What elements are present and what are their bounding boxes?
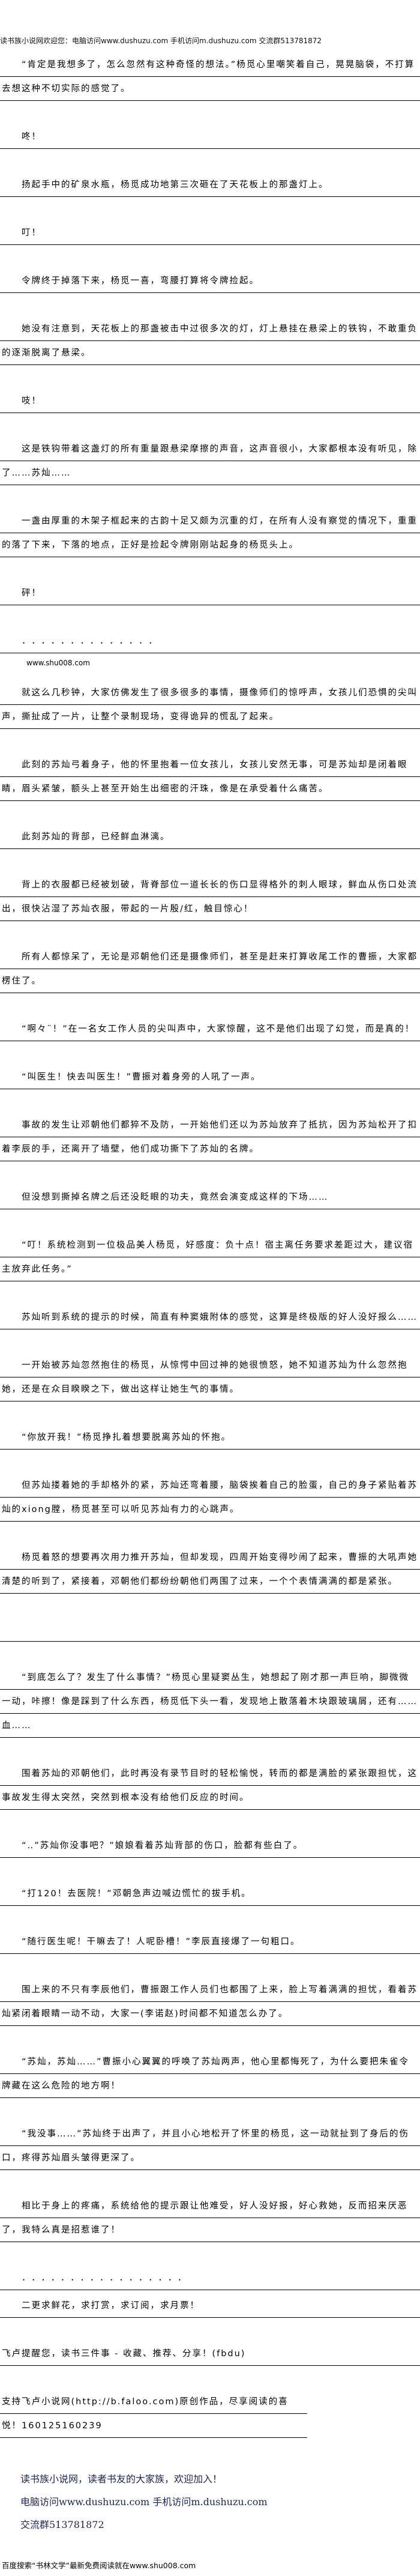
site-header-notice: 读书族小说网欢迎您：电脑访问www.dushuzu.com 手机访问m.dush… (0, 37, 322, 45)
paragraph: “叫医生！快去叫医生！”曹振对着身旁的人吼了一声。 (0, 1065, 420, 1089)
paragraph: 咚！ (0, 125, 420, 149)
promo-group-number: 交流群513781872 (20, 2519, 104, 2530)
paragraph: 事故的发生让邓朝他们都猝不及防，一开始他们还以为苏灿放弃了抵抗，因为苏灿松开了扣… (0, 1113, 420, 1161)
paragraph: “叮！系统检测到一位极品美人杨觅，好感度：负十点！宿主离任务要求差距过大，建议宿… (0, 1233, 420, 1281)
promo-welcome: 读书族小说网，读者书友的大家族，欢迎加入！ (20, 2473, 223, 2485)
paragraph: 所有人都惊呆了，无论是邓朝他们还是摄像师们，甚至是赶来打算收尾工作的曹振，大家都… (0, 945, 420, 993)
paragraph: 相比于身上的疼痛，系统给他的提示跟让他难受，好人没好报，好心救她，反而招来厌恶了… (0, 2194, 420, 2242)
site-promo-block: 读书族小说网，读者书友的大家族，欢迎加入！ 电脑访问www.dushuzu.co… (0, 2468, 420, 2536)
paragraph: 扬起手中的矿泉水瓶，杨觅成功地第三次砸在了天花板上的那盏灯上。 (0, 173, 420, 197)
paragraph: 围着苏灿的邓朝他们，此时再没有录节目时的轻松愉悦，转而的都是满脸的紧张跟担忧，这… (0, 1762, 420, 1810)
paragraph: 此刻苏灿的背部，已经鲜血淋漓。 (0, 825, 420, 849)
chapter-content: “肯定是我想多了，怎么忽然有这种奇怪的想法。”杨觅心里嘲笑着自己，晃晃脑袋，不打… (0, 53, 420, 2438)
bottom-search-ad: 百度搜索“书林文学”最新免费阅读就在www.shu008.com (2, 2561, 196, 2570)
paragraph: “我没事……”苏灿终于出声了，并且小心地松开了怀里的杨觅，这一动就扯到了身后的伤… (0, 2122, 420, 2170)
paragraph: 一盏由厚重的木架子框起来的古韵十足又颇为沉重的灯，在所有人没有察觉的情况下，重重… (0, 509, 420, 557)
watermark-url: www.shu008.com (26, 659, 90, 667)
paragraph: 苏灿听到系统的提示的时候，简直有种窦娥附体的感觉，这算是终极版的好人没好报么…… (0, 1305, 420, 1329)
paragraph: 支持飞卢小说网(http://b.faloo.com)原创作品，尽享阅读的喜悦！… (0, 2390, 307, 2438)
paragraph: “啊々¨！”在一名女工作人员的尖叫声中，大家惊醒，这不是他们出现了幻觉，而是真的… (0, 1017, 420, 1041)
separator-dots: ．．．．．．．．．．．．．． (0, 629, 420, 653)
paragraph: 一开始被苏灿忽然抱住的杨觅，从惊愕中回过神的她很愤怒，她不知道苏灿为什么忽然抱她… (0, 1353, 420, 1401)
paragraph: “肯定是我想多了，怎么忽然有这种奇怪的想法。”杨觅心里嘲笑着自己，晃晃脑袋，不打… (0, 53, 420, 101)
paragraph: “‥”苏灿你没事吧？”娘娘看着苏灿背部的伤口，脸都有些白了。 (0, 1834, 420, 1858)
paragraph: 此刻的苏灿弓着身子，他的怀里抱着一位女孩儿，女孩儿安然无事，可是苏灿却是闭着眼睛… (0, 753, 420, 801)
paragraph: 但没想到撕掉名牌之后还没眨眼的功夫，竟然会演变成这样的下场…… (0, 1185, 420, 1209)
paragraph: 飞卢提醒您，读书三件事 - 收藏、推荐、分享！(fbdu) (0, 2342, 420, 2366)
paragraph: 背上的衣服都已经被划破，背脊部位一道长长的伤口显得格外的刺人眼球，鲜血从伤口处流… (0, 873, 420, 921)
paragraph: “你放开我！”杨觅挣扎着想要脱离苏灿的怀抱。 (0, 1426, 420, 1450)
paragraph: 砰！ (0, 581, 420, 605)
blank-line (0, 1618, 420, 1642)
paragraph: 杨觅着怒的想要再次用力推开苏灿，但却发现，四周开始变得吵闹了起来，曹振的大吼声她… (0, 1546, 420, 1594)
promo-site-links: 电脑访问www.dushuzu.com 手机访问m.dushuzu.com (20, 2496, 268, 2508)
paragraph: 但苏灿搂着她的手却格外的紧，苏灿还弯着腰，脑袋挨着自己的脸蛋，自己的身子紧贴着苏… (0, 1474, 420, 1522)
paragraph: “打120！去医院！”邓朝急声边喊边慌忙的拔手机。 (0, 1882, 420, 1906)
paragraph: “到底怎么了？发生了什么事情？”杨觅心里疑窦丛生，她想起了刚才那一声巨响，脚微微… (0, 1666, 420, 1738)
paragraph: 她没有注意到，天花板上的那盏被击中过很多次的灯，灯上悬挂在悬梁上的铁钩，不敢重负… (0, 317, 420, 365)
paragraph: 就这么几秒钟，大家仿佛发生了很多很多的事情，摄像师们的惊呼声，女孩儿们恐惧的尖叫… (0, 681, 420, 729)
paragraph: “苏灿，苏灿……”曹振小心翼翼的呼唤了苏灿两声，他心里都悔死了，为什么要把朱雀令… (0, 2050, 420, 2098)
paragraph: 围上来的不只有李辰他们，曹振跟工作人员们也都围了上来，脸上写着满满的担忧，看着苏… (0, 1978, 420, 2026)
paragraph: 这是铁钩带着这盏灯的所有重量跟悬梁摩擦的声音，这声音很小，大家都根本没有听见，除… (0, 437, 420, 485)
paragraph: 二更求鲜花，求打赏，求订阅，求月票！ (0, 2294, 420, 2318)
paragraph: 令牌终于掉落下来，杨觅一喜，弯腰打算将令牌捡起。 (0, 269, 420, 293)
paragraph: 叮！ (0, 221, 420, 245)
paragraph: “随行医生呢！干嘛去了！人呢卧槽！”李辰直接爆了一句粗口。 (0, 1930, 420, 1954)
separator-dots: ．．．．．．．．．．．．．．．．． (0, 2266, 420, 2290)
paragraph: 吱！ (0, 389, 420, 413)
